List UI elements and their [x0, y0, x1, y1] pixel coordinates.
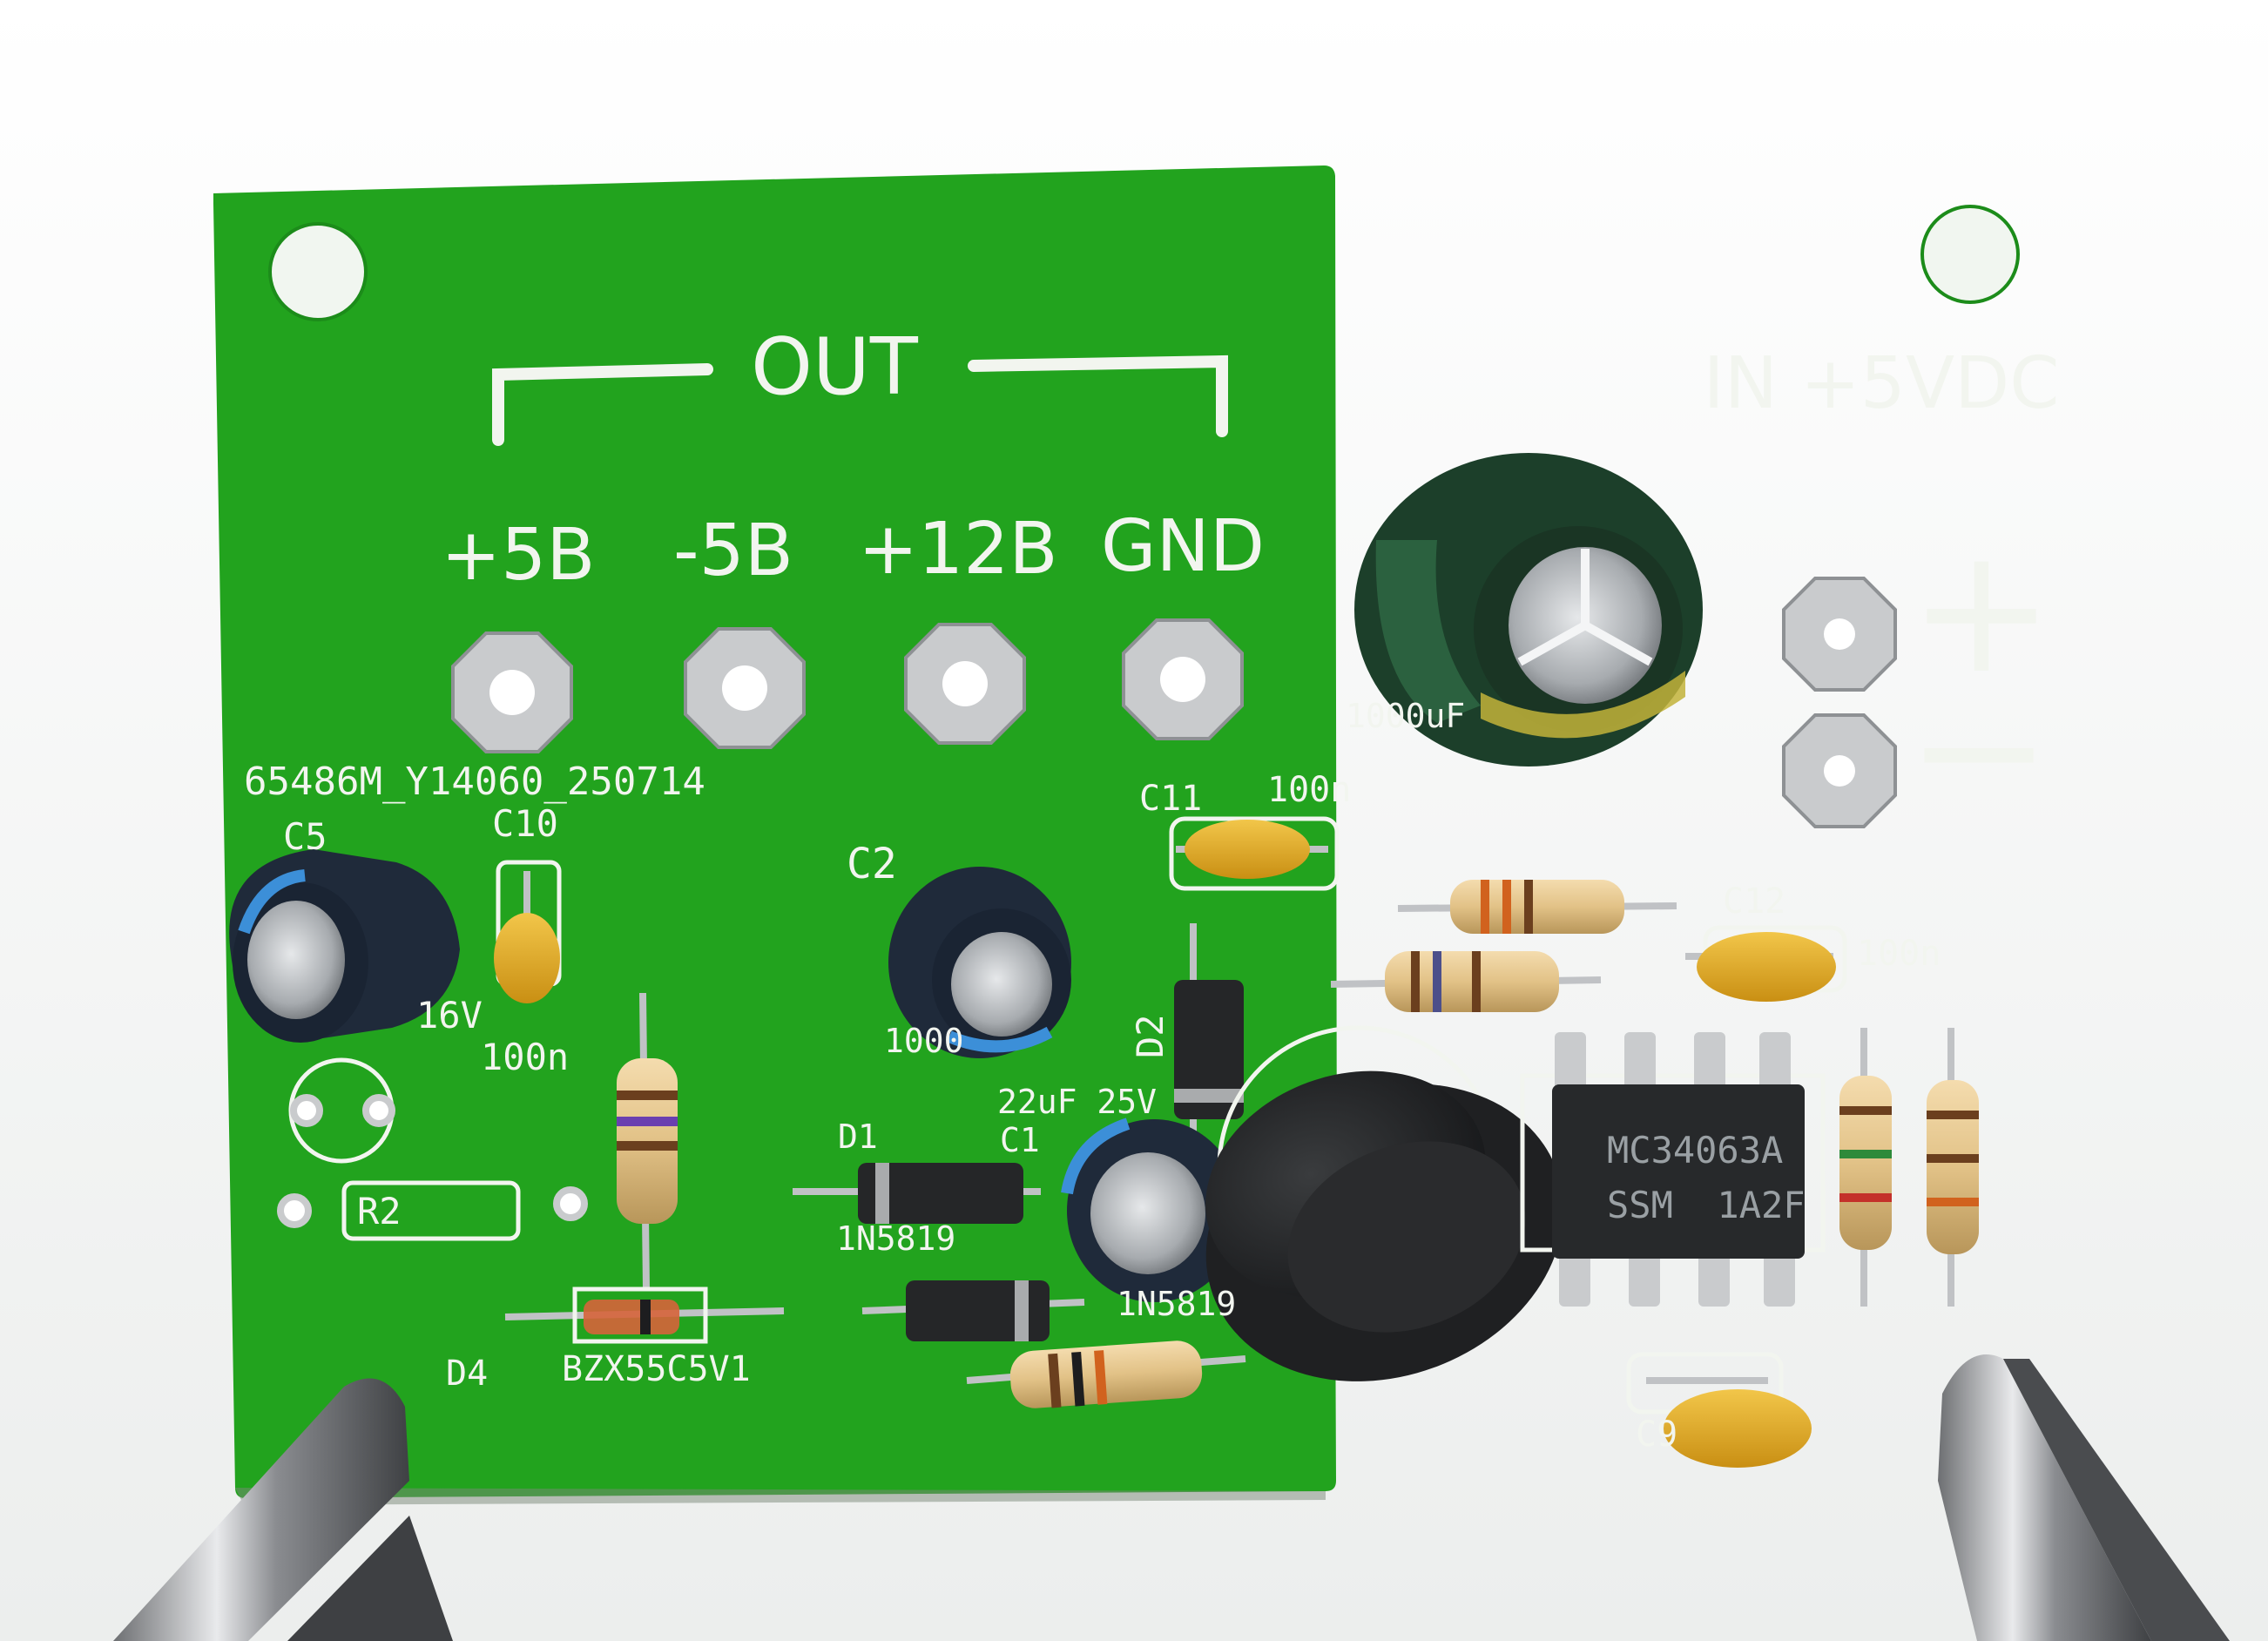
- terminal-label-minus5: -5B: [673, 510, 793, 592]
- input-plus-symbol: +: [1908, 510, 2055, 712]
- diode-d3: [906, 1280, 1050, 1341]
- c2-label: C2: [847, 840, 897, 888]
- board-id-label: 65486M_Y14060_250714: [244, 760, 705, 804]
- c10-value-label: 100n: [481, 1036, 569, 1078]
- diode-d2: [1174, 980, 1244, 1119]
- d3-part-label: 1N5819: [1117, 1285, 1236, 1323]
- ic-mc34063a: [1552, 1084, 1805, 1259]
- c2-value-label: 1000: [884, 1022, 964, 1060]
- pcb-board: [213, 165, 1337, 1498]
- c9-label: C9: [1636, 1415, 1677, 1455]
- input-pad-minus: [1782, 713, 1897, 828]
- d2-label: D2: [1129, 1014, 1171, 1058]
- output-pad-gnd: [1122, 618, 1244, 740]
- c12-value-label: 100n: [1857, 934, 1941, 974]
- resistor-right-2: [1927, 1080, 1979, 1254]
- c1-value-label: 22uF 25V: [997, 1083, 1157, 1121]
- mounting-hole-left: [268, 222, 368, 321]
- ic-pins-top: [1555, 1032, 1791, 1097]
- capacitor-c5: [229, 849, 460, 1043]
- d4-label: D4: [446, 1354, 488, 1394]
- resistor-right-1: [1839, 1076, 1892, 1250]
- output-pad-minus5: [684, 627, 806, 749]
- input-minus-symbol: −: [1906, 649, 2052, 852]
- main-electrolytic-capacitor: [1354, 453, 1703, 766]
- d4-outline: [572, 1286, 708, 1344]
- output-pad-plus12: [904, 623, 1026, 745]
- c5-voltage-label: 16V: [416, 994, 483, 1037]
- ic-marking-line1: MC34063A: [1607, 1129, 1783, 1172]
- c10-label: C10: [492, 802, 558, 845]
- ic-pins-bottom: [1559, 1246, 1795, 1307]
- diode-d1: [858, 1163, 1023, 1224]
- input-pad-plus: [1782, 577, 1897, 692]
- ic-marking-line2: SSM 1A2F: [1607, 1184, 1806, 1226]
- c11-value-label: 100n: [1267, 770, 1351, 810]
- d1-label: D1: [838, 1118, 878, 1156]
- out-bracket-right: [968, 355, 1228, 437]
- out-bracket-left: [492, 363, 713, 446]
- mounting-hole-right: [1920, 205, 2020, 304]
- out-label: OUT: [751, 321, 919, 413]
- capacitor-c9: [1664, 1389, 1812, 1468]
- capacitor-c1: [1061, 1118, 1241, 1302]
- terminal-label-plus5: +5B: [441, 514, 595, 597]
- alligator-clip-right: [1938, 1354, 2230, 1641]
- alligator-clip-left: [113, 1378, 453, 1641]
- pcb-edge-shadow: [235, 1488, 1326, 1505]
- output-pad-plus5: [451, 631, 573, 753]
- capacitor-c2: [888, 867, 1071, 1058]
- terminal-label-gnd: GND: [1101, 505, 1265, 588]
- in-label: IN +5VDC: [1704, 342, 2060, 425]
- r2-label: R2: [357, 1190, 402, 1232]
- c11-outline: [1169, 816, 1340, 891]
- r2-pad-right: [553, 1186, 588, 1221]
- c12-label: C12: [1723, 881, 1785, 922]
- c1-label: C1: [1000, 1121, 1040, 1159]
- capacitor-c10: [494, 913, 560, 1003]
- c11-label: C11: [1139, 779, 1202, 819]
- d1-part-label: 1N5819: [836, 1219, 955, 1258]
- capacitor-c11: [1185, 820, 1310, 879]
- r2-pad-left: [277, 1193, 312, 1228]
- terminal-label-plus12: +12B: [858, 508, 1057, 591]
- inductor: [1205, 1070, 1564, 1381]
- diode-d4-zener: [584, 1300, 679, 1334]
- capacitor-c12: [1697, 932, 1836, 1002]
- resistor-upper: [1450, 880, 1624, 934]
- r2-outline: [341, 1180, 521, 1241]
- d4-part-label: BZX55C5V1: [562, 1349, 751, 1389]
- main-capacitor-value: 1000uF: [1346, 697, 1465, 735]
